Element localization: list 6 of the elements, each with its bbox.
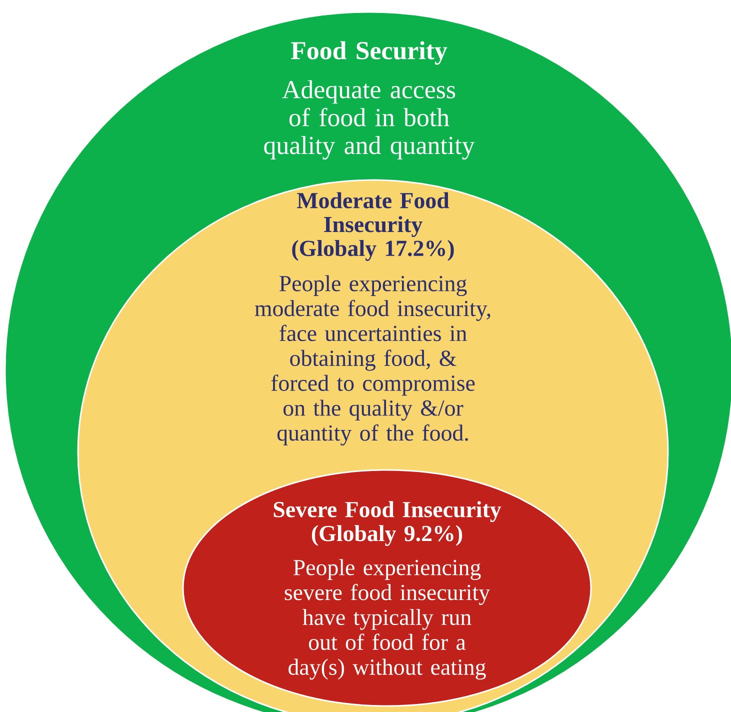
description: People experiencing moderate food insecurity, face uncertainties in obtaining food, & forced to compromise on the quality &/or quantity of the food. [254, 275, 490, 446]
heading: Severe Food Insecurity (Globaly 9.2%) [274, 501, 502, 546]
heading: Moderate Food Insecurity (Globaly 17.2%) [292, 192, 454, 261]
description: People experiencing severe food insecurity have typically run out of food for a day(s) without eating [284, 559, 490, 680]
description: Adequate access of food in both quality and quantity [264, 80, 475, 160]
heading: Food Security [291, 41, 448, 65]
